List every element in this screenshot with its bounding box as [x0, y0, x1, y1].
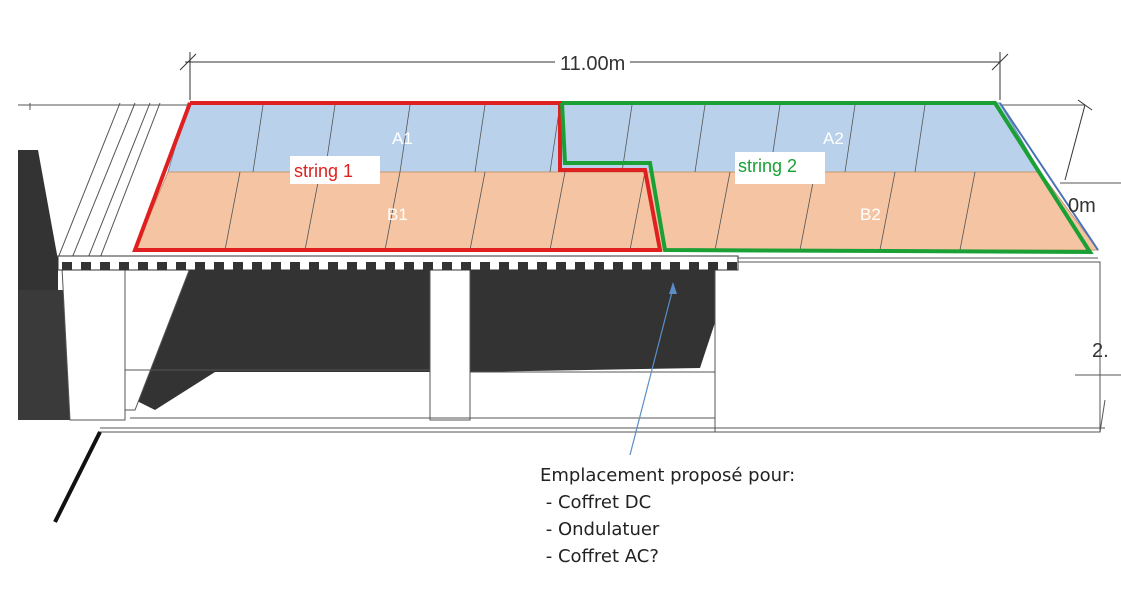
panel-divider	[224, 171, 241, 251]
eave-notch	[81, 262, 91, 270]
annotation-item-coffret-dc: - Coffret DC	[540, 492, 652, 513]
eave-notch	[594, 262, 604, 270]
underside-shadow-left	[135, 262, 430, 410]
panel-label-a2: A2	[823, 129, 844, 148]
panel-row-bottom	[134, 171, 1099, 251]
eave-notch	[100, 262, 110, 270]
string-2-tag-bg	[735, 152, 825, 184]
eave-notch	[176, 262, 186, 270]
eave-notch	[651, 262, 661, 270]
floor-lines	[98, 369, 1121, 433]
eave-notch	[556, 262, 566, 270]
eave-notch	[613, 262, 623, 270]
string-1-label: string 1	[294, 161, 353, 181]
eave-notch	[328, 262, 338, 270]
panel-label-a1: A1	[392, 129, 413, 148]
string-2-label: string 2	[738, 156, 797, 176]
eave-notch	[461, 262, 471, 270]
eave-notch	[271, 262, 281, 270]
eave-notch	[290, 262, 300, 270]
blue-right-edge	[999, 102, 1099, 251]
eave-notch	[632, 262, 642, 270]
eave-notch	[404, 262, 414, 270]
eave-notch	[138, 262, 148, 270]
panel-divider	[621, 104, 633, 173]
eave-notch	[62, 262, 72, 270]
eave-notch	[309, 262, 319, 270]
panel-label-b2: B2	[860, 205, 881, 224]
eave-notch	[119, 262, 129, 270]
dimension-height-label: 2.	[1092, 340, 1109, 362]
eave-notch	[518, 262, 528, 270]
panel-dividers	[224, 104, 976, 251]
eave-notch	[214, 262, 224, 270]
panel-divider	[252, 104, 264, 173]
eave-notch	[670, 262, 680, 270]
panel-divider	[959, 171, 976, 251]
eave-notch	[442, 262, 452, 270]
string-1-tag-bg	[290, 156, 380, 184]
annotation-item-onduleur: - Ondulatuer	[540, 519, 660, 540]
panel-divider	[694, 104, 706, 173]
eave-notch	[195, 262, 205, 270]
panel-divider	[879, 171, 896, 251]
eave-notch	[689, 262, 699, 270]
eave-notch	[385, 262, 395, 270]
panel-label-b1: B1	[387, 205, 408, 224]
panel-divider	[799, 171, 816, 251]
panel-divider	[399, 104, 411, 173]
eave-notch	[157, 262, 167, 270]
eave-notch	[252, 262, 262, 270]
left-side-shadow	[18, 290, 70, 420]
panel-divider	[384, 171, 401, 251]
eave-notch	[233, 262, 243, 270]
panel-divider	[714, 171, 731, 251]
dimension-depth	[1064, 99, 1093, 181]
panel-divider	[914, 104, 926, 173]
ground-line	[53, 431, 102, 523]
annotation-title: Emplacement proposé pour:	[540, 465, 796, 486]
eave-notch	[480, 262, 490, 270]
panel-divider	[474, 104, 486, 173]
eave-band	[57, 255, 739, 271]
panel-divider	[549, 171, 566, 251]
eave-notch	[537, 262, 547, 270]
panel-divider	[304, 171, 321, 251]
underside-shadow-right	[470, 262, 735, 372]
eave-notch	[708, 262, 718, 270]
dimension-width	[179, 52, 1009, 100]
location-annotation: Emplacement proposé pour: - Coffret DC -…	[540, 462, 795, 570]
annotation-item-coffret-ac: - Coffret AC?	[540, 546, 659, 567]
string-1-outline	[132, 101, 663, 252]
panel-divider	[469, 171, 486, 251]
eave-notch	[575, 262, 585, 270]
eave-notch	[347, 262, 357, 270]
string-2-outline	[560, 101, 1094, 255]
dimension-width-label: 11.00m	[560, 53, 625, 75]
panel-divider	[629, 171, 646, 251]
dimension-depth-label: 0m	[1068, 195, 1096, 217]
panel-divider	[844, 104, 856, 173]
eave-notch	[423, 262, 433, 270]
eave-notch	[499, 262, 509, 270]
eave-notch	[727, 262, 737, 270]
eave-notch	[366, 262, 376, 270]
location-pointer-arrow	[629, 282, 677, 456]
